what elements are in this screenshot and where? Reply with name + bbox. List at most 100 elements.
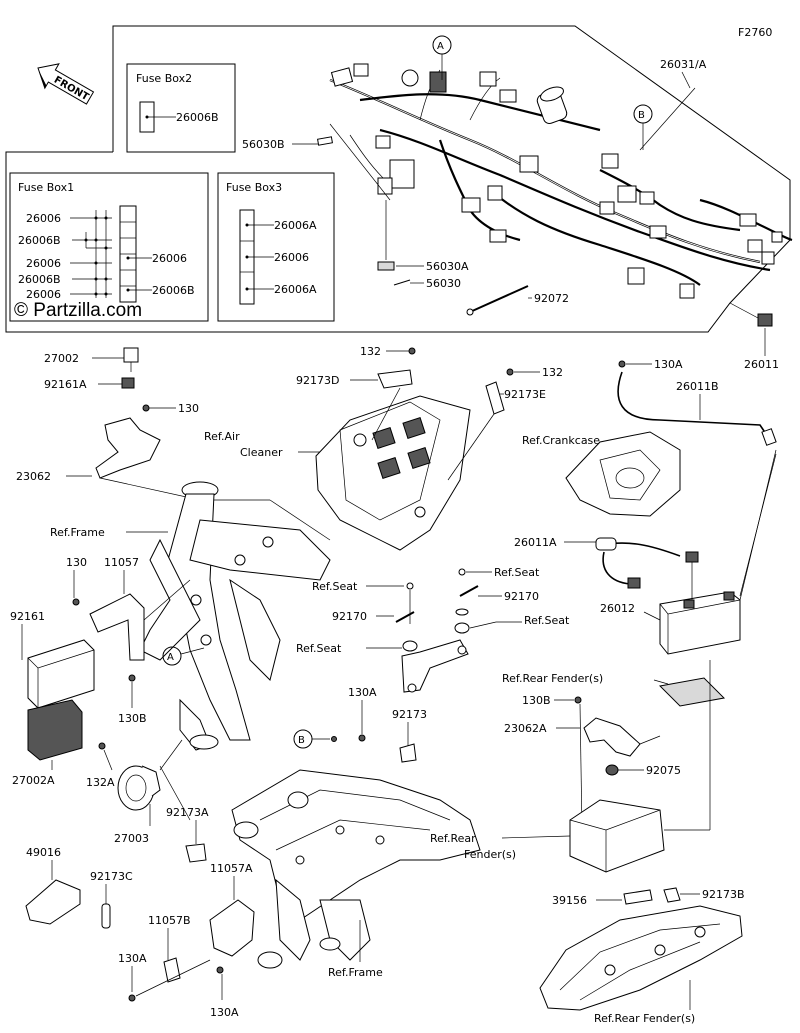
fuse-box3-title: Fuse Box3 <box>226 181 282 194</box>
label-92173: 92173 <box>392 708 427 721</box>
callout-b-mid: B <box>293 729 337 749</box>
label-ref-seat-d: Ref.Seat <box>296 642 342 655</box>
rear-frame <box>231 769 481 969</box>
svg-text:A: A <box>167 652 174 663</box>
rear-fender-lower <box>539 905 743 1011</box>
label-23062a: 23062A <box>504 722 547 735</box>
fuse-box1-right-1: 26006B <box>152 284 195 297</box>
fuse-box1: Fuse Box1 26006 26006B 26006 26006B 2600… <box>9 172 209 322</box>
bracket-11057 <box>89 593 145 661</box>
label-130a-c: 130A <box>118 952 147 965</box>
label-130b-b: 130B <box>118 712 147 725</box>
label-ref-rear-fender-b2: Fender(s) <box>464 848 516 861</box>
bracket-23062a <box>583 717 641 757</box>
label-26031a: 26031/A <box>660 58 707 71</box>
svg-text:B: B <box>298 735 305 746</box>
partzilla-watermark: © Partzilla.com <box>14 300 142 321</box>
label-92173b: 92173B <box>702 888 745 901</box>
label-92173c: 92173C <box>90 870 133 883</box>
label-130a-d: 130A <box>210 1006 239 1019</box>
relay-27002 <box>123 347 139 363</box>
svg-text:B: B <box>638 110 645 121</box>
fuse-box3-item-2: 26006A <box>274 283 317 296</box>
fuse-box1-left-3: 26006B <box>18 273 61 286</box>
fuse-box1-left-0: 26006 <box>26 212 61 225</box>
label-130-a: 130 <box>178 402 199 415</box>
label-92075: 92075 <box>646 764 681 777</box>
module-27002a <box>27 699 83 761</box>
label-26012: 26012 <box>600 602 635 615</box>
fuse-box2-item: 26006B <box>176 111 219 124</box>
horn-27003 <box>117 765 161 811</box>
fuse-box1-left-2: 26006 <box>26 257 61 270</box>
main-wiring-harness <box>329 63 793 299</box>
label-27002: 27002 <box>44 352 79 365</box>
label-ref-frame-b: Ref.Frame <box>328 966 383 979</box>
label-ref-rear-fender-b1: Ref.Rear <box>430 832 476 845</box>
label-ref-rear-fender-c: Ref.Rear Fender(s) <box>594 1012 695 1025</box>
fuse-box2-frame <box>126 63 236 153</box>
callout-a-mid: A <box>162 646 205 666</box>
label-56030b: 56030B <box>242 138 285 151</box>
figure-code: F2760 <box>738 26 772 39</box>
label-11057a: 11057A <box>210 862 253 875</box>
rear-fender-box <box>569 799 665 873</box>
label-11057: 11057 <box>104 556 139 569</box>
air-cleaner-group <box>315 395 471 551</box>
label-ref-rear-fender-a: Ref.Rear Fender(s) <box>502 672 603 685</box>
label-ref-air-cleaner-2: Cleaner <box>240 446 283 459</box>
label-92161: 92161 <box>10 610 45 623</box>
callout-a-top: A <box>432 35 452 80</box>
callout-b-top: B <box>633 104 653 150</box>
rear-fender-pad <box>658 677 726 707</box>
label-92173d: 92173D <box>296 374 339 387</box>
fuse-box1-frame <box>9 172 209 322</box>
label-92170-a: 92170 <box>332 610 367 623</box>
label-ref-air-cleaner-1: Ref.Air <box>204 430 240 443</box>
fuse-box3-item-0: 26006A <box>274 219 317 232</box>
crankcase <box>565 431 681 517</box>
label-130a-a: 130A <box>654 358 683 371</box>
fuse-box3-frame <box>217 172 335 322</box>
frame-upper <box>139 481 331 751</box>
fuse-box2: Fuse Box2 26006B <box>126 63 236 153</box>
label-132a: 132A <box>86 776 115 789</box>
label-23062: 23062 <box>16 470 51 483</box>
label-132-a: 132 <box>360 345 381 358</box>
label-132-b: 132 <box>542 366 563 379</box>
label-56030a: 56030A <box>426 260 469 273</box>
label-92173a: 92173A <box>166 806 209 819</box>
label-92072: 92072 <box>534 292 569 305</box>
battery-26012 <box>659 591 741 655</box>
front-arrow-icon: FRONT <box>37 63 95 105</box>
label-92173e: 92173E <box>504 388 546 401</box>
label-ref-crankcase: Ref.Crankcase <box>522 434 600 447</box>
bracket-11057a <box>209 899 255 957</box>
label-27003: 27003 <box>114 832 149 845</box>
cover-49016 <box>25 879 81 925</box>
label-ref-seat-a: Ref.Seat <box>494 566 540 579</box>
bracket-23062 <box>95 417 161 479</box>
label-49016: 49016 <box>26 846 61 859</box>
fuse-box1-title: Fuse Box1 <box>18 181 74 194</box>
label-92170-b: 92170 <box>504 590 539 603</box>
fuse-box1-right-0: 26006 <box>152 252 187 265</box>
fuse-box1-left-1: 26006B <box>18 234 61 247</box>
seat-bracket <box>401 639 469 693</box>
label-26011: 26011 <box>744 358 779 371</box>
label-26011b: 26011B <box>676 380 719 393</box>
fuse-box2-title: Fuse Box2 <box>136 72 192 85</box>
svg-text:A: A <box>437 41 444 52</box>
module-92161 <box>27 639 95 709</box>
label-27002a: 27002A <box>12 774 55 787</box>
label-130a-b: 130A <box>348 686 377 699</box>
label-ref-seat-b: Ref.Seat <box>312 580 358 593</box>
label-26011a: 26011A <box>514 536 557 549</box>
label-92161a: 92161A <box>44 378 87 391</box>
label-130b-a: 130B <box>522 694 551 707</box>
harness-group-outline <box>5 25 791 333</box>
fuse-box3-item-1: 26006 <box>274 251 309 264</box>
label-11057b: 11057B <box>148 914 191 927</box>
label-ref-seat-c: Ref.Seat <box>524 614 570 627</box>
